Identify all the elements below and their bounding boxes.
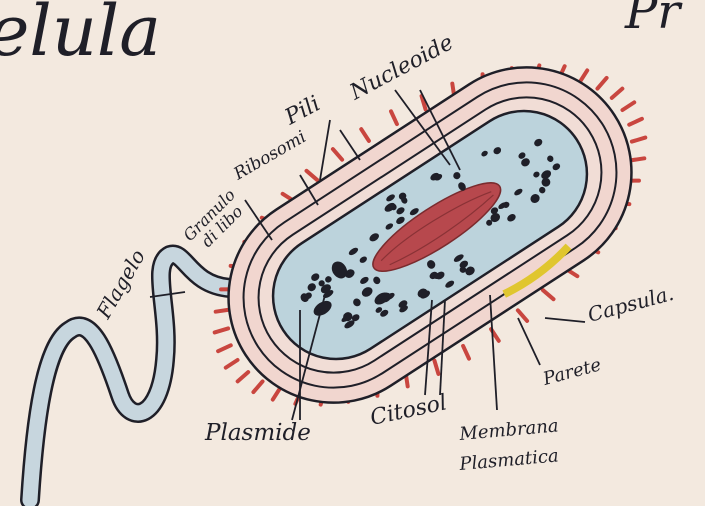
fimbria <box>389 111 398 124</box>
label-membrana-2: Plasmatica <box>458 445 560 475</box>
fimbria <box>595 78 608 89</box>
label-membrana-1: Membrana <box>458 415 560 445</box>
fimbria <box>307 169 318 182</box>
fimbria <box>611 89 624 98</box>
fimbria <box>622 102 634 110</box>
label-capsula: Capsula. <box>585 281 676 327</box>
label-citosol: Citosol <box>368 390 449 431</box>
fimbria <box>226 360 238 368</box>
fimbria <box>543 288 554 301</box>
fimbria <box>216 305 230 317</box>
fimbria <box>333 148 342 161</box>
fimbria <box>629 117 642 126</box>
label-nucleoide: Nucleoide <box>345 30 458 106</box>
label-parete: Parete <box>540 354 604 390</box>
label-plasmide: Plasmide <box>204 420 311 446</box>
label-flagelo: Flagelo <box>91 245 150 323</box>
fimbria <box>461 346 470 359</box>
fimbria <box>361 129 369 141</box>
title-right: Pr <box>624 0 683 40</box>
title-left: elula <box>0 0 161 72</box>
fimbria <box>218 344 231 353</box>
label-ribosomi: Ribosomi <box>230 127 310 185</box>
fimbria <box>632 134 645 145</box>
fimbria <box>237 372 250 381</box>
fimbria <box>630 153 644 165</box>
label-pili: Pili <box>280 91 324 130</box>
fimbria <box>251 381 264 392</box>
fimbria <box>215 325 228 336</box>
fimbria <box>431 361 442 374</box>
